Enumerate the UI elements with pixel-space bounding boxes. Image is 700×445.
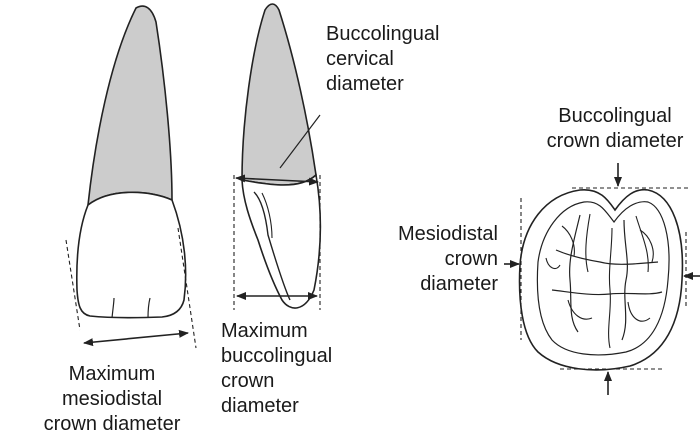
label-buccolingual-crown-diameter: Buccolingual crown diameter xyxy=(532,104,698,154)
label-line: cervical xyxy=(326,48,394,70)
label-line: diameter xyxy=(420,273,498,295)
label-line: Maximum xyxy=(68,363,156,385)
label-line: buccolingual xyxy=(221,345,333,367)
label-line: Buccolingual xyxy=(326,23,440,45)
incisor-root xyxy=(87,5,173,207)
label-line: Buccolingual xyxy=(558,105,672,127)
label-buccolingual-cervical-diameter: Buccolingual cervical diameter xyxy=(326,22,439,97)
cervical-measure-arrow xyxy=(235,174,319,186)
incisor-proximal-view xyxy=(233,3,322,310)
incisor-tangent-left xyxy=(65,239,81,331)
cervical-leader-line xyxy=(279,114,321,169)
label-line: diameter xyxy=(221,395,299,417)
proximal-crown xyxy=(241,173,322,309)
incisor-crown xyxy=(75,191,187,319)
molar-outline xyxy=(518,188,684,371)
mesiodistal-measure-arrow xyxy=(83,329,189,347)
molar-occlusal-view xyxy=(504,163,700,395)
proximal-root xyxy=(241,3,317,186)
incisor-labial-view xyxy=(65,5,197,349)
label-line: Mesiodistal xyxy=(397,223,498,245)
label-line: Maximum xyxy=(221,320,308,342)
label-line: crown diameter xyxy=(43,413,181,435)
label-line: crown xyxy=(444,248,498,270)
label-mesiodistal-crown-diameter: Mesiodistal crown diameter xyxy=(380,222,498,297)
label-line: diameter xyxy=(326,73,404,95)
label-max-mesiodistal-diameter: Maximum mesiodistal crown diameter xyxy=(12,362,212,437)
label-max-buccolingual-diameter: Maximum buccolingual crown diameter xyxy=(221,319,332,419)
incisor-tangent-right xyxy=(177,227,197,349)
label-line: crown xyxy=(221,370,275,392)
label-line: mesiodistal xyxy=(61,388,163,410)
label-line: crown diameter xyxy=(546,130,684,152)
